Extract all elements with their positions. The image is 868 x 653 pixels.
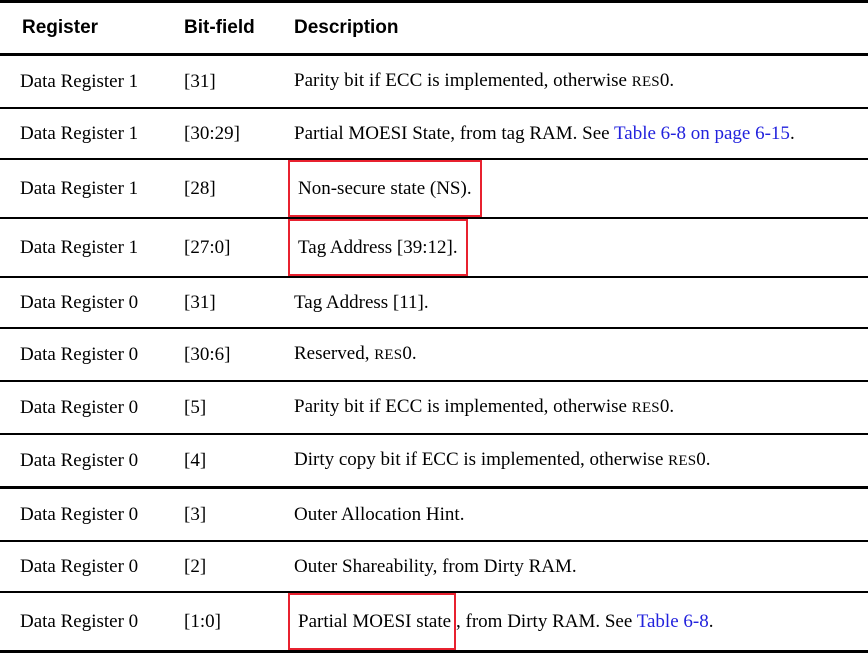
cell-bitfield: [30:29] [183, 107, 288, 159]
column-header-register: Register [0, 0, 183, 55]
table-row: Data Register 1 [30:29] Partial MOESI St… [0, 107, 868, 159]
res0-tail: 0. [696, 449, 711, 470]
cell-description: Outer Shareability, from Dirty RAM. [288, 540, 868, 592]
cell-description: Dirty copy bit if ECC is implemented, ot… [288, 433, 868, 488]
column-header-description: Description [288, 0, 868, 55]
cell-description: Reserved, RES0. [288, 327, 868, 381]
table-row: Data Register 1 [28] Non-secure state (N… [0, 158, 868, 218]
cell-description: Parity bit if ECC is implemented, otherw… [288, 380, 868, 434]
description-middle: , from Dirty RAM. See [456, 611, 637, 632]
cell-bitfield: [31] [183, 53, 288, 108]
cell-bitfield: [31] [183, 276, 288, 328]
cross-reference-link[interactable]: Table 6-8 [636, 611, 709, 632]
cell-register: Data Register 0 [0, 591, 183, 653]
cell-register: Data Register 0 [0, 327, 183, 381]
description-prefix: Parity bit if ECC is implemented, otherw… [294, 70, 632, 91]
table-body: Data Register 1 [31] Parity bit if ECC i… [0, 53, 868, 653]
cell-description: Tag Address [39:12]. [288, 217, 868, 277]
cross-reference-link[interactable]: Table 6-8 on page 6-15 [613, 123, 790, 144]
cell-bitfield: [2] [183, 540, 288, 592]
cell-bitfield: [3] [183, 486, 288, 541]
cell-bitfield: [1:0] [183, 591, 288, 653]
cell-register: Data Register 1 [0, 53, 183, 108]
res0-abbreviation: RES [668, 453, 697, 469]
table-row: Data Register 1 [27:0] Tag Address [39:1… [0, 217, 868, 277]
description-text: Tag Address [39:12]. [298, 237, 458, 258]
cell-bitfield: [30:6] [183, 327, 288, 381]
description-suffix: . [789, 123, 795, 144]
table-row: Data Register 1 [31] Parity bit if ECC i… [0, 53, 868, 108]
cell-description: Parity bit if ECC is implemented, otherw… [288, 53, 868, 108]
table-row: Data Register 0 [31] Tag Address [11]. [0, 276, 868, 328]
table-row: Data Register 0 [1:0] Partial MOESI stat… [0, 591, 868, 653]
res0-tail: 0. [659, 70, 675, 91]
cell-register: Data Register 0 [0, 540, 183, 592]
description-prefix: Parity bit if ECC is implemented, otherw… [294, 396, 632, 417]
description-text: Non-secure state (NS). [298, 178, 472, 199]
description-text: Parity bit if ECC is implemented, otherw… [288, 56, 680, 107]
description-text: Partial MOESI state [298, 611, 452, 632]
table-header-row: Register Bit-field Description [0, 0, 868, 55]
description-text: Dirty copy bit if ECC is implemented, ot… [288, 435, 717, 486]
cell-bitfield: [27:0] [183, 217, 288, 277]
cell-description: Non-secure state (NS). [288, 158, 868, 218]
cell-register: Data Register 1 [0, 217, 183, 277]
annotation-box: Partial MOESI state [288, 593, 457, 650]
description-text: Outer Shareability, from Dirty RAM. [294, 556, 577, 577]
annotation-box: Tag Address [39:12]. [288, 219, 468, 276]
cell-register: Data Register 0 [0, 486, 183, 541]
table-header: Register Bit-field Description [0, 0, 868, 55]
description-text: Parity bit if ECC is implemented, otherw… [288, 382, 680, 433]
res0-abbreviation: RES [374, 347, 403, 363]
description-text: Reserved, RES0. [288, 329, 423, 380]
table-row: Data Register 0 [3] Outer Allocation Hin… [0, 486, 868, 541]
res0-abbreviation: RES [631, 74, 660, 90]
description-text: Partial MOESI State, from tag RAM. See T… [288, 109, 801, 158]
cell-bitfield: [5] [183, 380, 288, 434]
description-prefix: Partial MOESI State, from tag RAM. See [294, 123, 614, 144]
description-text: Tag Address [11]. [294, 292, 429, 313]
cell-register: Data Register 1 [0, 107, 183, 159]
column-header-bitfield: Bit-field [183, 0, 288, 55]
annotation-box: Non-secure state (NS). [288, 160, 482, 217]
cell-register: Data Register 0 [0, 380, 183, 434]
res0-tail: 0. [659, 396, 675, 417]
cell-register: Data Register 0 [0, 276, 183, 328]
description-prefix: Dirty copy bit if ECC is implemented, ot… [294, 449, 669, 470]
description-text: Outer Allocation Hint. [294, 504, 465, 525]
cell-description: Partial MOESI state, from Dirty RAM. See… [288, 591, 868, 653]
table-row: Data Register 0 [30:6] Reserved, RES0. [0, 327, 868, 381]
description-prefix: Reserved, [294, 343, 375, 364]
table-row: Data Register 0 [5] Parity bit if ECC is… [0, 380, 868, 434]
table-row: Data Register 0 [4] Dirty copy bit if EC… [0, 433, 868, 488]
cell-bitfield: [28] [183, 158, 288, 218]
res0-abbreviation: RES [631, 400, 660, 416]
cell-register: Data Register 1 [0, 158, 183, 218]
cell-bitfield: [4] [183, 433, 288, 488]
cell-description: Partial MOESI State, from tag RAM. See T… [288, 107, 868, 159]
table-row: Data Register 0 [2] Outer Shareability, … [0, 540, 868, 592]
cell-description: Outer Allocation Hint. [288, 486, 868, 541]
cell-register: Data Register 0 [0, 433, 183, 488]
cell-description: Tag Address [11]. [288, 276, 868, 328]
description-suffix: . [708, 611, 714, 632]
res0-tail: 0. [402, 343, 417, 364]
